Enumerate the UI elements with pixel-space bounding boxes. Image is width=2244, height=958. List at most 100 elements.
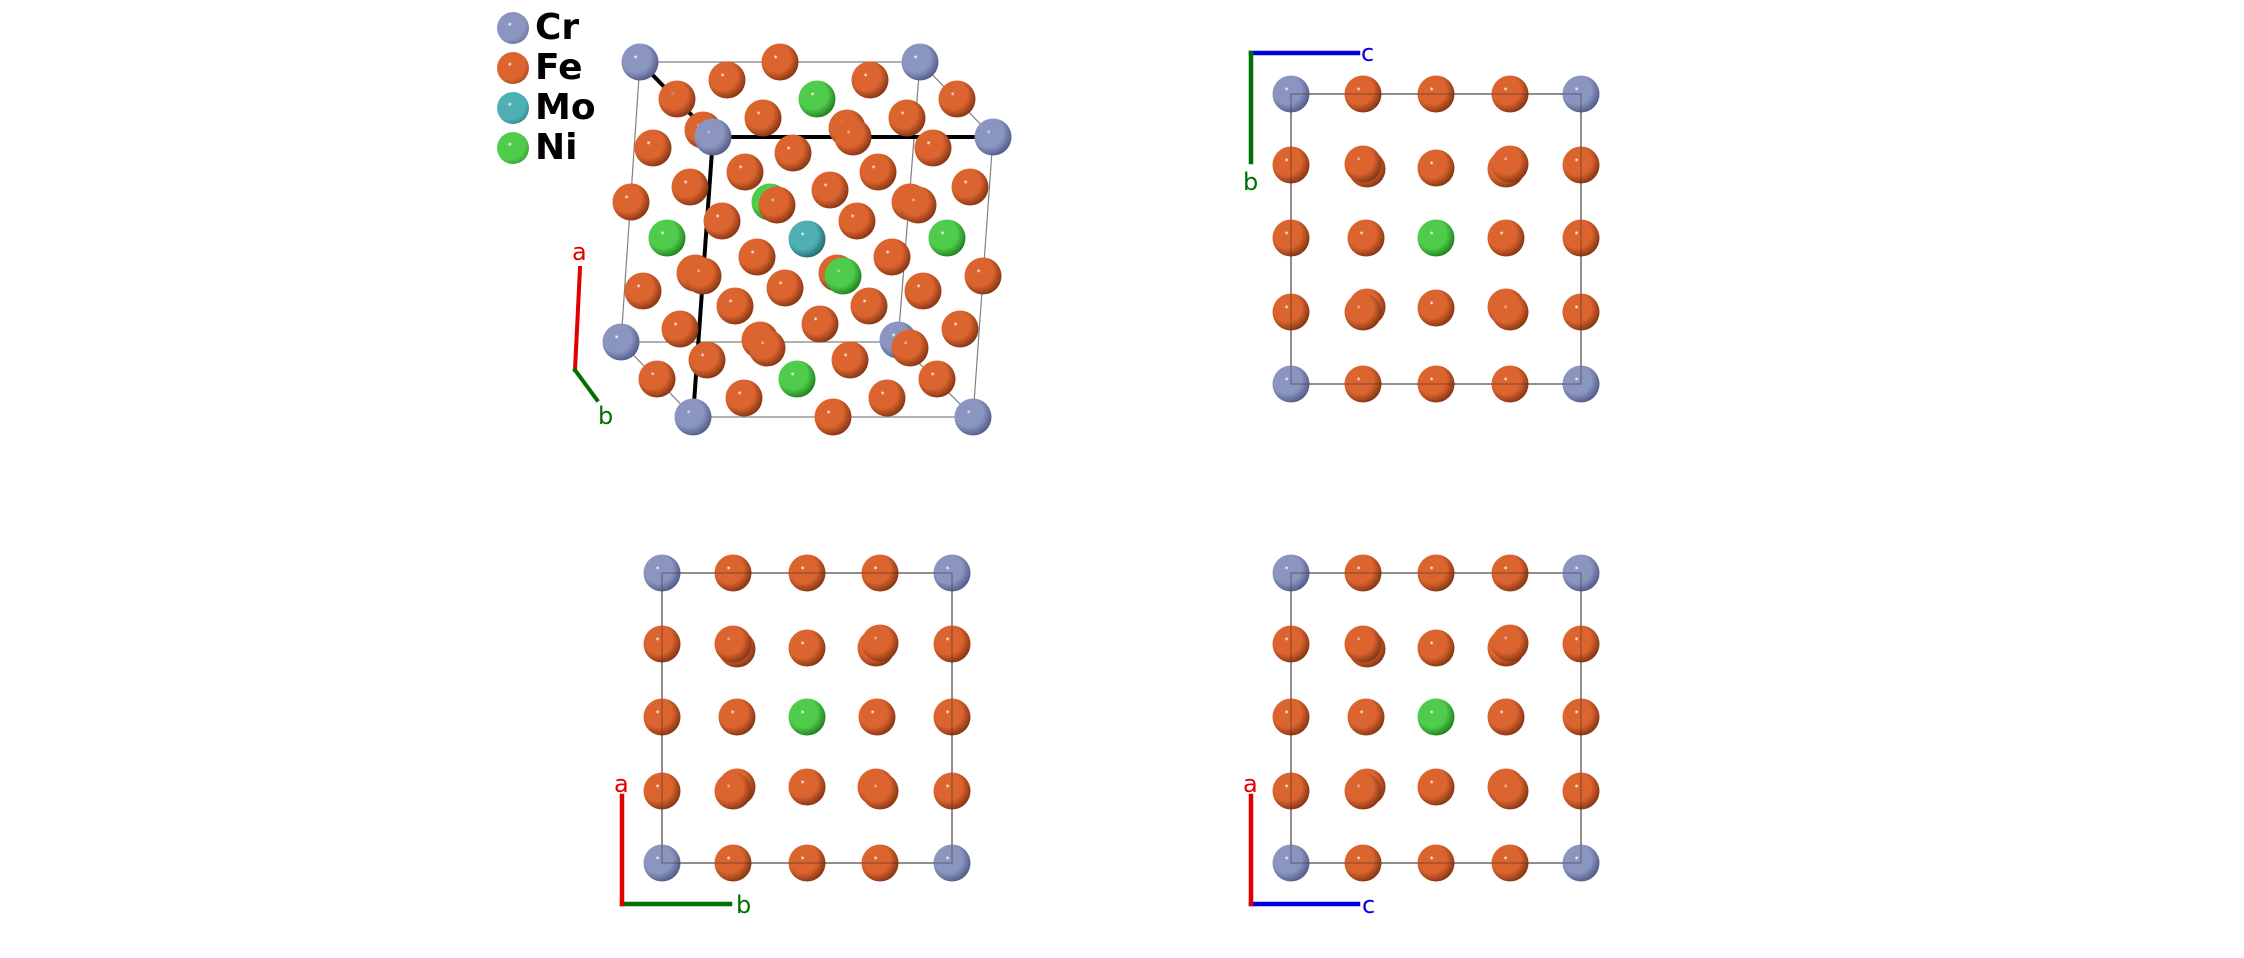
perspective-view xyxy=(572,43,1012,436)
orthographic-view-a-c xyxy=(1248,554,1600,907)
atom-fe xyxy=(1491,772,1529,810)
atom-fe xyxy=(684,257,722,295)
atom-cr xyxy=(694,118,732,156)
ni-sphere-icon xyxy=(497,132,529,164)
atom-ni xyxy=(1417,219,1455,257)
atom-cr xyxy=(674,398,712,436)
atom-fe xyxy=(716,287,754,325)
atom-fe xyxy=(714,625,752,663)
axis-a-line xyxy=(572,265,583,373)
atom-cr xyxy=(974,118,1012,156)
atom-fe xyxy=(788,629,826,667)
cr-sphere-icon xyxy=(497,12,529,44)
atom-fe xyxy=(938,80,976,118)
legend-label: Mo xyxy=(535,87,596,128)
atom-fe xyxy=(788,768,826,806)
atom-fe xyxy=(1347,698,1385,736)
atom-fe xyxy=(914,129,952,167)
atom-fe xyxy=(1344,293,1382,331)
axis-b-line xyxy=(572,367,600,403)
atom-fe xyxy=(1417,629,1455,667)
atom-fe xyxy=(744,99,782,137)
atom-fe xyxy=(873,238,911,276)
atom-fe xyxy=(726,153,764,191)
atom-fe xyxy=(1417,149,1455,187)
unit-cell-outline-overlay xyxy=(1290,572,1582,864)
atom-fe xyxy=(1487,219,1525,257)
axis-label-b: b xyxy=(1243,168,1259,196)
atom-fe xyxy=(774,134,812,172)
atom-ni xyxy=(778,360,816,398)
atom-fe xyxy=(811,171,849,209)
atom-fe xyxy=(718,698,756,736)
atom-cr xyxy=(621,43,659,81)
atom-cr xyxy=(901,43,939,81)
element-legend: Cr Fe Mo Ni xyxy=(497,8,596,168)
atom-fe xyxy=(899,186,937,224)
atom-fe xyxy=(858,698,896,736)
unit-cell-outline-overlay xyxy=(661,572,953,864)
atom-fe xyxy=(638,360,676,398)
axis-label-c: c xyxy=(1362,891,1376,919)
atom-ni xyxy=(788,698,826,736)
atom-fe xyxy=(891,329,929,367)
legend-label: Cr xyxy=(535,7,580,48)
atom-fe xyxy=(1491,293,1529,331)
atom-mo xyxy=(788,220,826,258)
atom-fe xyxy=(1344,625,1382,663)
orthographic-view-b-c xyxy=(1248,50,1600,403)
atom-fe xyxy=(814,398,852,436)
legend-label: Fe xyxy=(535,47,583,88)
fe-sphere-icon xyxy=(497,52,529,84)
atom-fe xyxy=(766,269,804,307)
atom-fe xyxy=(850,287,888,325)
atom-fe xyxy=(964,257,1002,295)
atom-fe xyxy=(831,341,869,379)
atom-cr xyxy=(602,323,640,361)
atom-fe xyxy=(661,310,699,348)
atom-cr xyxy=(954,398,992,436)
atom-fe xyxy=(861,624,899,662)
atom-fe xyxy=(703,202,741,240)
atom-fe xyxy=(859,153,897,191)
axis-label-b: b xyxy=(736,891,752,919)
atom-fe xyxy=(801,305,839,343)
atom-ni xyxy=(798,80,836,118)
axis-label-a: a xyxy=(572,238,587,266)
axis-label-a: a xyxy=(614,770,629,798)
atom-fe xyxy=(1417,289,1455,327)
legend-item-fe: Fe xyxy=(497,48,596,88)
mo-sphere-icon xyxy=(497,92,529,124)
atom-fe xyxy=(1491,145,1529,183)
axis-label-b: b xyxy=(598,402,614,430)
atom-ni xyxy=(824,257,862,295)
orthographic-view-a-b xyxy=(619,554,971,907)
atom-fe xyxy=(941,310,979,348)
atom-fe xyxy=(708,61,746,99)
atom-fe xyxy=(861,772,899,810)
atom-ni xyxy=(1417,698,1455,736)
atom-fe xyxy=(851,61,889,99)
atom-fe xyxy=(834,118,872,156)
atom-fe xyxy=(1347,219,1385,257)
atom-fe xyxy=(1491,624,1529,662)
atom-fe xyxy=(624,272,662,310)
legend-item-mo: Mo xyxy=(497,88,596,128)
atom-fe xyxy=(714,772,752,810)
atom-fe xyxy=(612,183,650,221)
atom-fe xyxy=(868,379,906,417)
atom-ni xyxy=(928,219,966,257)
atom-fe xyxy=(761,43,799,81)
atom-fe xyxy=(951,168,989,206)
atom-fe xyxy=(1344,145,1382,183)
atom-fe xyxy=(738,238,776,276)
atom-fe xyxy=(658,80,696,118)
atom-fe xyxy=(888,99,926,137)
axis-label-a: a xyxy=(1243,770,1258,798)
legend-label: Ni xyxy=(535,127,578,168)
atom-fe xyxy=(688,341,726,379)
legend-item-ni: Ni xyxy=(497,128,596,168)
atom-fe xyxy=(634,129,672,167)
atom-fe xyxy=(725,379,763,417)
